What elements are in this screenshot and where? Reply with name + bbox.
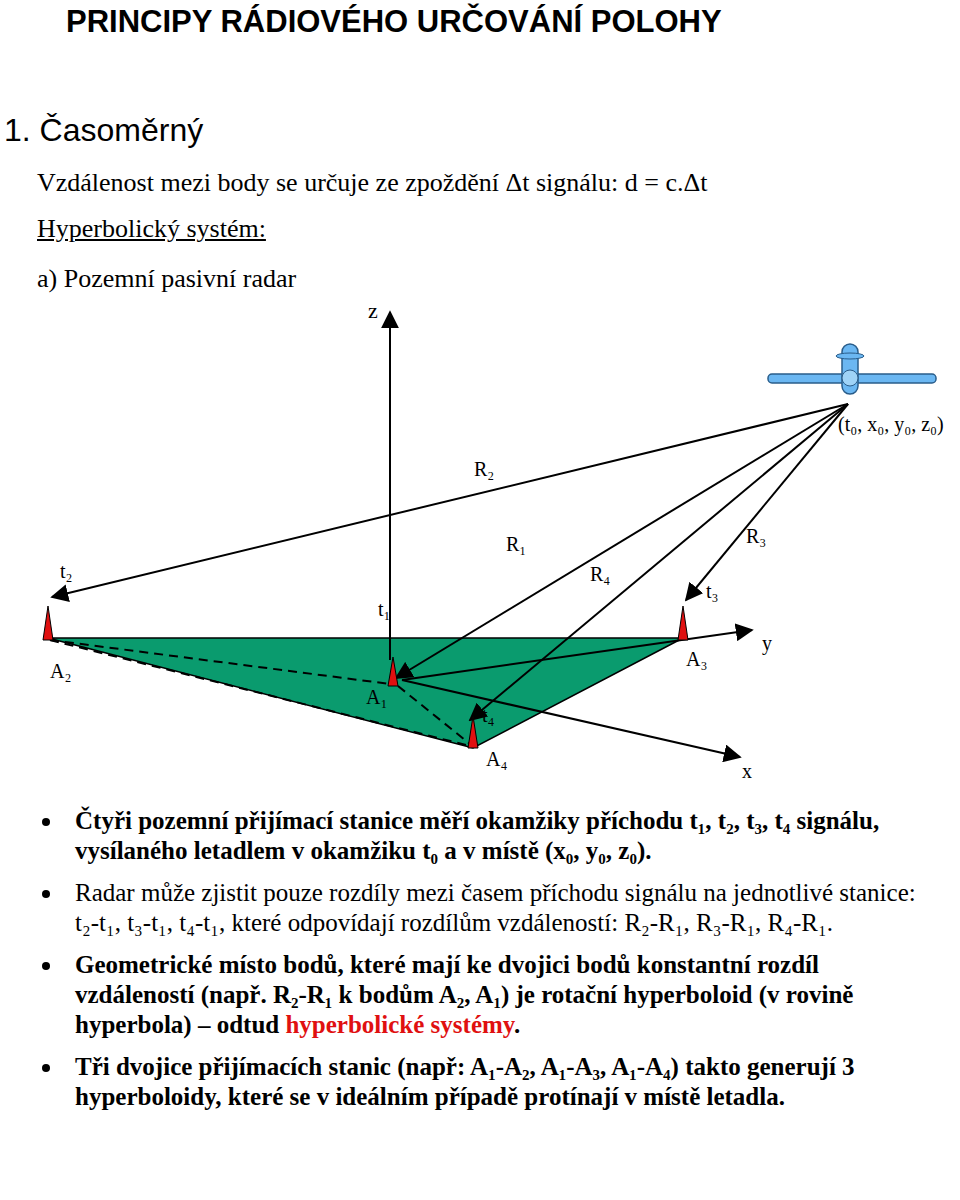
diagram-label: R₁ (506, 533, 526, 556)
diagram-label: A₃ (686, 648, 707, 671)
text-line: a) Pozemní pasivní radar (37, 264, 296, 294)
baselines (50, 640, 470, 746)
diagram-label: t₁ (378, 598, 391, 621)
bullet-paragraph: Čtyři pozemní přijímací stanice měří oka… (75, 806, 937, 866)
bullet-text: Čtyři pozemní přijímací stanice měří oka… (75, 807, 879, 864)
diagram-label: x (742, 760, 752, 783)
bullet-paragraph: Radar může zjistit pouze rozdíly mezi ča… (75, 878, 937, 938)
diagram-label: A₁ (366, 686, 387, 709)
bullet-paragraph: Tři dvojice přijímacích stanic (např: A₁… (75, 1052, 937, 1112)
diagram-label: t₂ (60, 560, 73, 583)
diagram-label: y (762, 632, 772, 655)
bullet-text: Radar může zjistit pouze rozdíly mezi ča… (75, 879, 916, 936)
diagram-label: (t₀, x₀, y₀, z₀) (838, 413, 944, 436)
bullet-text: Tři dvojice přijímacích stanic (např: A₁… (75, 1053, 855, 1110)
text-line: Vzdálenost mezi body se určuje ze zpoždě… (37, 168, 707, 198)
diagram-label: A₄ (486, 748, 507, 771)
aircraft (768, 344, 936, 394)
ground-area (48, 638, 683, 748)
bullet-text: . (514, 1011, 520, 1038)
bullet-dots (42, 818, 50, 1072)
slide-title: PRINCIPY RÁDIOVÉHO URČOVÁNÍ POLOHY (66, 4, 722, 40)
receiver-stations (43, 606, 688, 748)
diagram-label: R₃ (746, 525, 766, 548)
axes (390, 312, 752, 757)
highlight-text: hyperbolické systémy (285, 1011, 513, 1038)
diagram-label: z (368, 298, 378, 324)
diagram-label: A₂ (50, 660, 71, 683)
text-line: Hyperbolický systém: (37, 214, 266, 244)
diagram-label: t₃ (706, 580, 719, 603)
diagram-label: R₄ (590, 563, 610, 586)
text-line: 1. Časoměrný (4, 112, 203, 149)
diagram-label: t₄ (482, 704, 495, 727)
diagram-label: R₂ (474, 458, 494, 481)
signal-rays (52, 404, 848, 720)
bullet-paragraph: Geometrické místo bodů, které mají ke dv… (75, 950, 937, 1040)
